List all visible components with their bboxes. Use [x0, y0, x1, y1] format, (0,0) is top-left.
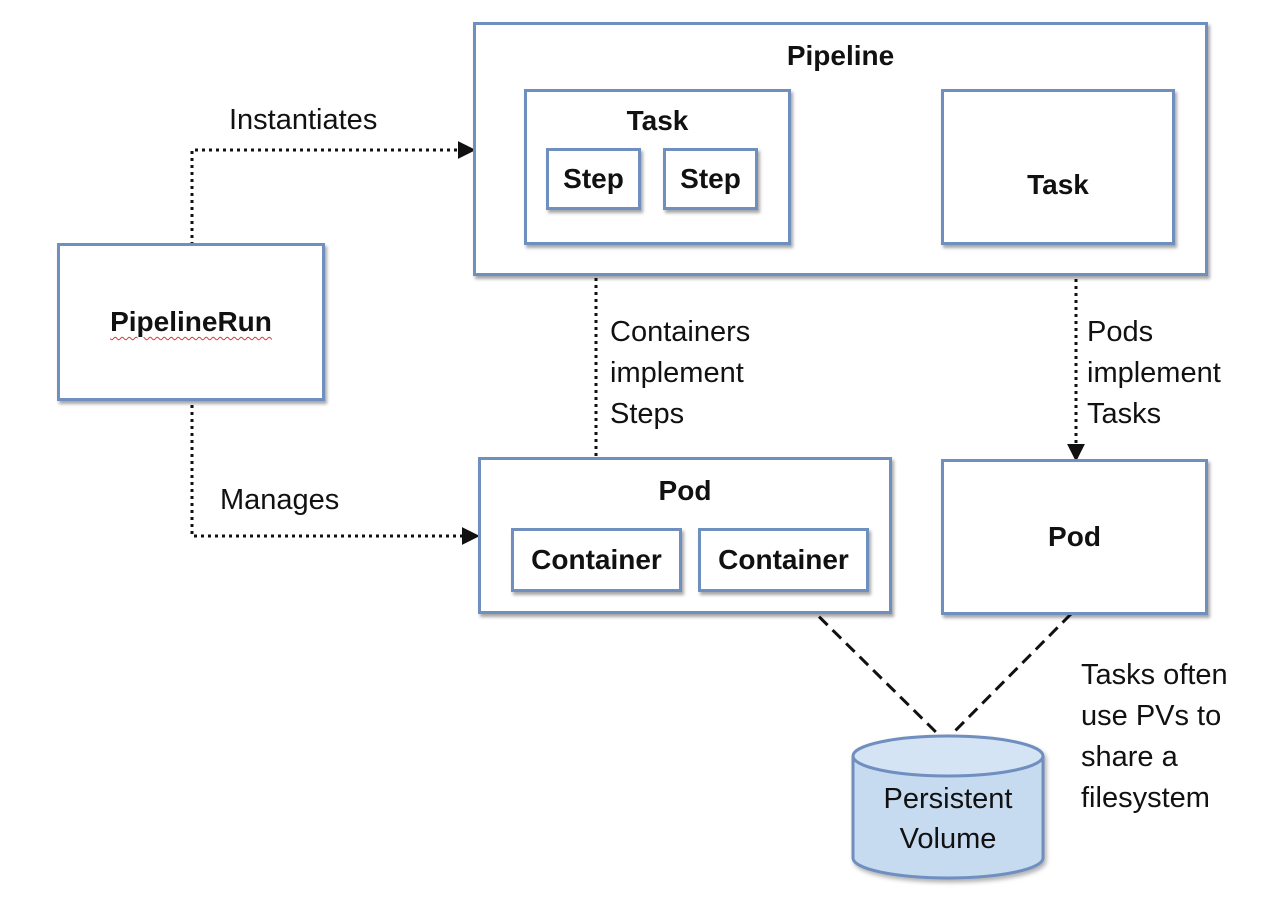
- pods-tasks-line-2: implement: [1087, 357, 1221, 389]
- step-label-2: Step: [680, 163, 741, 194]
- task-box-right: Task: [941, 89, 1175, 245]
- step-box-2: Step: [663, 148, 758, 210]
- volume-line-2: Volume: [899, 823, 997, 855]
- containers-steps-line-1: Containers: [610, 316, 751, 348]
- volume-label: Persistent Volume: [850, 779, 1046, 859]
- container-box-1: Container: [511, 528, 682, 592]
- container-label-1: Container: [531, 544, 662, 575]
- pv-note-label: Tasks often use PVs to share a filesyste…: [1081, 655, 1228, 819]
- manages-label: Manages: [220, 484, 340, 516]
- pod-box-right: Pod: [941, 459, 1208, 615]
- instantiates-label: Instantiates: [229, 104, 378, 136]
- task-title-right: Task: [1027, 169, 1089, 200]
- pv-note-line-4: filesystem: [1081, 782, 1210, 814]
- pv-note-line-2: use PVs to: [1081, 700, 1222, 732]
- task-title-left: Task: [626, 105, 689, 136]
- container-label-2: Container: [718, 544, 849, 575]
- pods-implement-tasks-label: Pods implement Tasks: [1087, 312, 1221, 435]
- pod-title-right: Pod: [1048, 521, 1101, 552]
- pipelinerun-box: PipelineRun: [57, 243, 325, 401]
- pv-note-line-1: Tasks often: [1081, 659, 1228, 691]
- containers-steps-line-3: Steps: [610, 398, 685, 430]
- container-to-volume-line: [790, 588, 946, 742]
- pods-tasks-line-3: Tasks: [1087, 398, 1162, 430]
- step-box-1: Step: [546, 148, 641, 210]
- pods-tasks-line-1: Pods: [1087, 316, 1154, 348]
- volume-line-1: Persistent: [883, 783, 1013, 815]
- pipelinerun-label: PipelineRun: [110, 306, 272, 337]
- pod-to-volume-line: [944, 612, 1073, 742]
- containers-steps-line-2: implement: [610, 357, 744, 389]
- container-box-2: Container: [698, 528, 869, 592]
- step-label-1: Step: [563, 163, 624, 194]
- pv-note-line-3: share a: [1081, 741, 1178, 773]
- pod-title-left: Pod: [658, 475, 712, 506]
- instantiates-arrow: [190, 141, 476, 245]
- pipeline-title: Pipeline: [786, 40, 895, 71]
- containers-implement-steps-label: Containers implement Steps: [610, 312, 750, 435]
